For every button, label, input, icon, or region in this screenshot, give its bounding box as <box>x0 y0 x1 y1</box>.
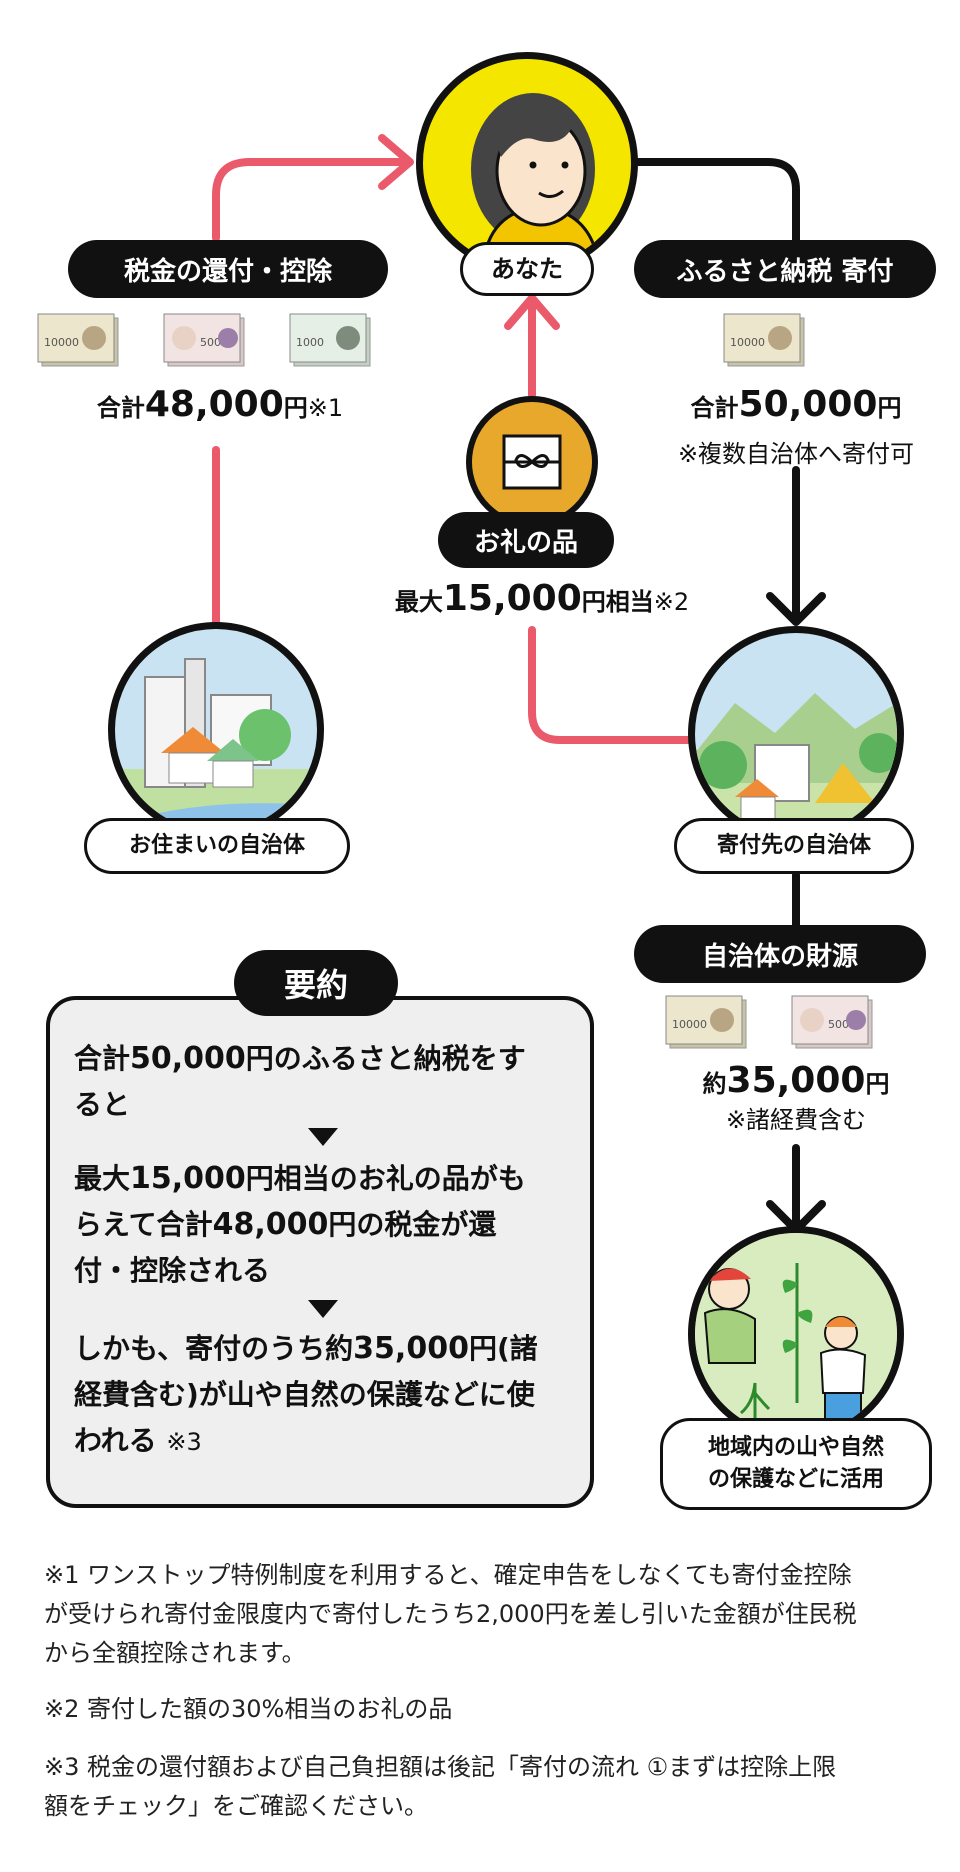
summary-title: 要約 <box>234 950 398 1016</box>
usage-label-line1: 地域内の山や自然 <box>707 1435 884 1461</box>
bill-5000-icon: 5000 <box>791 995 873 1049</box>
donee-municipality-label: 寄付先の自治体 <box>674 818 914 874</box>
pink-line-refund-top <box>212 158 412 242</box>
footnote-1: ※1 ワンストップ特例制度を利用すると、確定申告をしなくても寄付金控除 が受けら… <box>44 1561 857 1667</box>
svg-text:10000: 10000 <box>730 336 765 349</box>
footnote-3: ※3 税金の還付額および自己負担額は後記「寄付の流れ ①まずは控除上限 額をチェ… <box>44 1753 837 1820</box>
black-arrowhead-donation <box>766 592 826 626</box>
summary-point-1: 合計50,000円のふるさと納税をす ると <box>74 1041 526 1121</box>
gift-label: お礼の品 <box>438 512 614 568</box>
summary-box: 合計50,000円のふるさと納税をす ると 最大15,000円相当のお礼の品がも… <box>46 996 594 1508</box>
svg-text:10000: 10000 <box>672 1018 707 1031</box>
svg-text:1000: 1000 <box>296 336 324 349</box>
bill-10000-icon: 10000 <box>723 313 805 367</box>
donation-label: ふるさと納税 寄付 <box>634 240 936 298</box>
black-line-donation <box>632 158 800 244</box>
mountain-village-icon <box>695 693 897 835</box>
person-illustration <box>416 52 638 274</box>
donation-note: ※複数自治体へ寄付可 <box>677 440 915 468</box>
home-municipality-illustration <box>108 622 324 838</box>
usage-label: 地域内の山や自然 の保護などに活用 <box>660 1418 932 1510</box>
summary-down-triangle-icon <box>308 1300 338 1318</box>
tax-refund-label: 税金の還付・控除 <box>68 240 388 298</box>
town-icon <box>115 658 317 831</box>
svg-text:10000: 10000 <box>44 336 79 349</box>
you-label: あなた <box>460 242 594 296</box>
gift-illustration <box>466 396 598 528</box>
donee-municipality-illustration <box>688 626 904 842</box>
bill-10000-icon: 10000 <box>37 313 119 367</box>
summary-down-triangle-icon <box>308 1128 338 1146</box>
gift-amount: 最大15,000円相当※2 <box>394 578 690 619</box>
tax-refund-amount: 合計48,000円※1 <box>96 384 344 425</box>
gift-box-icon <box>502 434 562 490</box>
bill-1000-icon: 1000 <box>289 313 371 367</box>
usage-illustration <box>688 1226 904 1442</box>
footnote-2: ※2 寄付した額の30%相当のお礼の品 <box>44 1695 453 1723</box>
summary-point-2: 最大15,000円相当のお礼の品がも らえて合計48,000円の税金が還 付・控… <box>74 1161 526 1287</box>
pink-arrowhead-gift <box>504 294 560 330</box>
usage-label-line2: の保護などに活用 <box>707 1467 884 1492</box>
home-municipality-label: お住まいの自治体 <box>84 818 350 874</box>
summary-point-3: しかも、寄付のうち約35,000円(諸 経費含む)が山や自然の保護などに使 われ… <box>74 1331 538 1457</box>
bill-5000-icon: 5000 <box>163 313 245 367</box>
planting-trees-icon <box>695 1233 897 1435</box>
finance-note: ※諸経費含む <box>725 1106 867 1134</box>
woman-icon <box>471 93 601 267</box>
pink-arrowhead-refund <box>378 134 414 190</box>
bill-10000-icon: 10000 <box>665 995 747 1049</box>
finance-amount: 約35,000円 <box>702 1060 890 1101</box>
finance-label: 自治体の財源 <box>634 925 926 983</box>
pink-line-gift <box>528 626 694 744</box>
donation-amount: 合計50,000円 <box>690 384 902 425</box>
